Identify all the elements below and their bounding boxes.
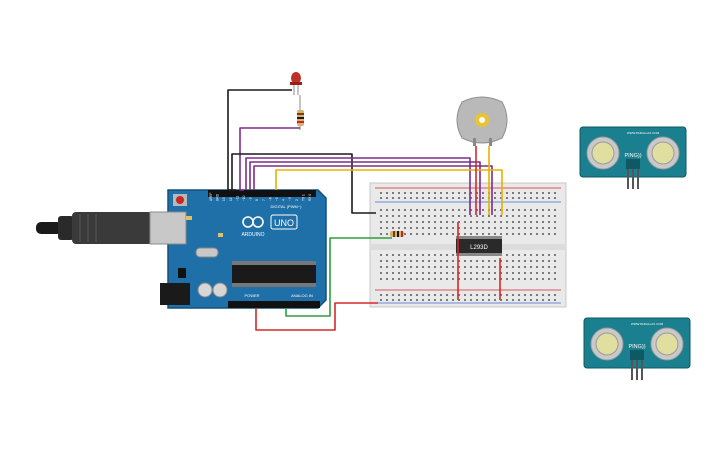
pin-label: ~11 <box>235 196 239 201</box>
arduino-brand: ARDUINO <box>241 232 264 238</box>
pin-label: 2 <box>295 199 299 201</box>
sensor-model-label: PING)) <box>624 153 641 159</box>
driver-ic-label: L293D <box>470 245 488 251</box>
arduino-model: UNO <box>274 218 294 228</box>
pin-label: ~3 <box>288 197 292 201</box>
l293d-driver-ic[interactable]: L293D <box>456 236 502 256</box>
dc-motor[interactable] <box>456 96 508 146</box>
led-resistor[interactable] <box>297 95 304 130</box>
pin-label: ~9 <box>249 197 253 201</box>
arduino-uno-board[interactable]: UNO ARDUINO DIGITAL (PWM~) POWER ANALOG … <box>149 189 327 309</box>
analog-header-label: ANALOG IN <box>291 293 313 298</box>
pin-label: RX 0 <box>308 194 312 201</box>
atmega-chip <box>232 261 316 287</box>
power-header-label: POWER <box>244 293 259 298</box>
pin-label: 4 <box>282 199 286 201</box>
sensor-site-label: WWW.PARALLAX.COM <box>631 322 664 326</box>
pin-label: 13 <box>222 197 226 201</box>
ultrasonic-sensor-2[interactable]: PING)) WWW.PARALLAX.COM <box>583 317 691 380</box>
pin-label: GND <box>216 193 220 201</box>
pin-label: ~5 <box>275 197 279 201</box>
ultrasonic-sensor-1[interactable]: PING)) WWW.PARALLAX.COM <box>579 126 687 189</box>
sensor-model-label: PING)) <box>628 344 645 350</box>
breadboard-holes <box>380 192 556 301</box>
digital-header-label: DIGITAL (PWM~) <box>271 204 303 209</box>
red-led[interactable] <box>290 72 302 95</box>
pin-label: 8 <box>255 199 259 201</box>
pin-label: 7 <box>262 199 266 201</box>
pin-label: 12 <box>229 197 233 201</box>
wires <box>227 89 503 331</box>
pin-label: ~6 <box>268 197 272 201</box>
arduino-logo <box>242 214 298 230</box>
pin-label: TX 1 <box>301 194 305 201</box>
pin-label: ~10 <box>242 195 246 201</box>
breadboard-resistor[interactable] <box>390 231 404 237</box>
sensor-site-label: WWW.PARALLAX.COM <box>627 131 660 135</box>
pin-label: AREF <box>209 192 213 201</box>
